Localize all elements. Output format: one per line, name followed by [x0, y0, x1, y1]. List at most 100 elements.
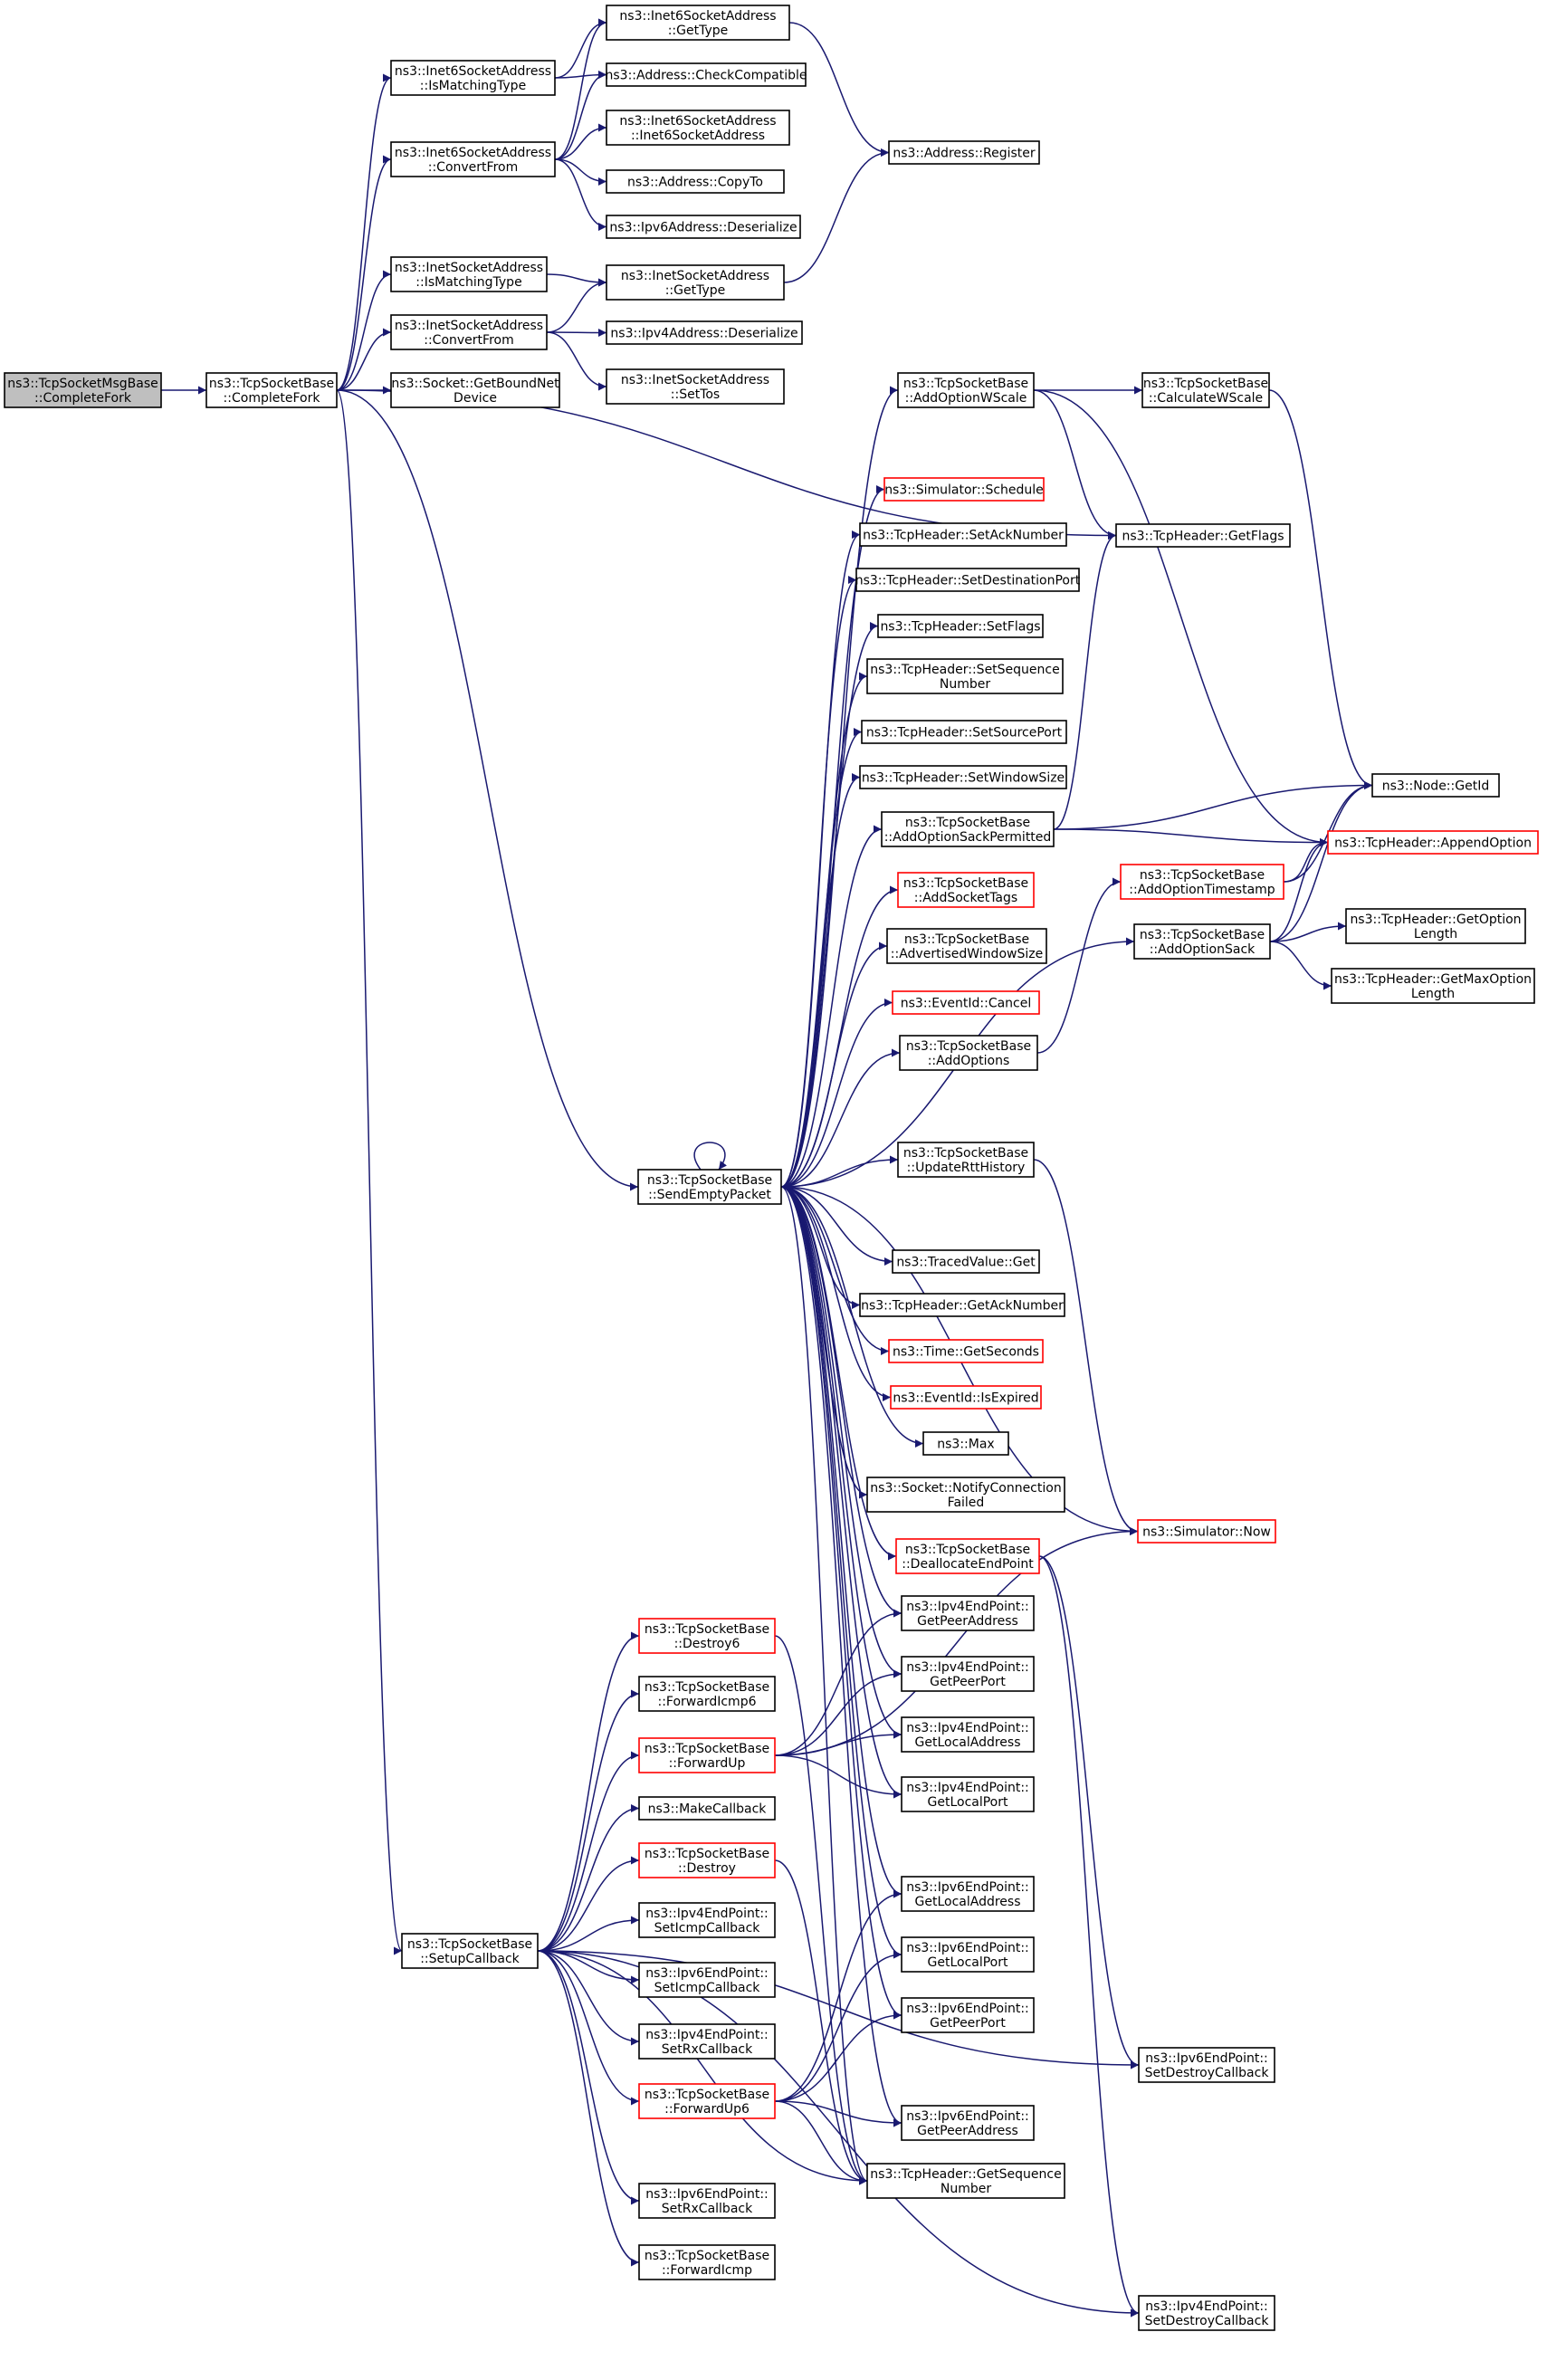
node-addoptionwscale[interactable]: ns3::TcpSocketBase::AddOptionWScale: [897, 372, 1035, 408]
node-setflags[interactable]: ns3::TcpHeader::SetFlags: [877, 614, 1044, 638]
node-eventid_isexpired[interactable]: ns3::EventId::IsExpired: [890, 1385, 1042, 1410]
node-destroy[interactable]: ns3::TcpSocketBase::Destroy: [638, 1842, 776, 1878]
node-forwardup6[interactable]: ns3::TcpSocketBase::ForwardUp6: [638, 2083, 776, 2119]
call-edge-addoptsackperm-to-appendoption: [1053, 828, 1329, 846]
node-addr_register[interactable]: ns3::Address::Register: [888, 140, 1040, 165]
node-label-line: ns3::Time::GetSeconds: [893, 1345, 1039, 1360]
node-label-line: SetDestroyCallback: [1145, 2066, 1270, 2080]
node-ipv4_setrxcb[interactable]: ns3::Ipv4EndPoint::SetRxCallback: [638, 2023, 776, 2060]
call-edge-sendemptypacket-to-advwindowsize: [780, 941, 888, 1188]
call-edge-forwardup6-to-ipv6_getpeerport: [774, 2011, 902, 2102]
node-label-line: ns3::Ipv6Address::Deserialize: [609, 221, 797, 235]
node-ipv6_getpeerport[interactable]: ns3::Ipv6EndPoint::GetPeerPort: [901, 1997, 1035, 2033]
node-ipv6_seticmpcb[interactable]: ns3::Ipv6EndPoint::SetIcmpCallback: [638, 1962, 776, 1998]
node-box: [897, 372, 1035, 408]
node-addoptions[interactable]: ns3::TcpSocketBase::AddOptions: [899, 1035, 1038, 1071]
node-box: [866, 1477, 1065, 1513]
call-edge-sendemptypacket-to-eventid_cancel: [780, 999, 893, 1188]
call-edge-sendemptypacket-to-addoptions: [780, 1048, 901, 1188]
node-getflags[interactable]: ns3::TcpHeader::GetFlags: [1115, 523, 1291, 548]
node-i4_convertfrom[interactable]: ns3::InetSocketAddress::ConvertFrom: [390, 314, 548, 350]
function-nodes: ns3::TcpSocketMsgBase::CompleteForkns3::…: [4, 5, 1539, 2331]
call-edge-sendemptypacket-to-ipv6_getlocaladdr: [780, 1186, 902, 1898]
node-label-line: ns3::TcpSocketBase: [647, 1173, 772, 1188]
node-setdestport[interactable]: ns3::TcpHeader::SetDestinationPort: [855, 568, 1081, 592]
node-i4_settos[interactable]: ns3::InetSocketAddress::SetTos: [606, 368, 785, 405]
node-ipv4_getlocaladdr[interactable]: ns3::Ipv4EndPoint::GetLocalAddress: [901, 1716, 1035, 1753]
node-ipv6_setrxcb[interactable]: ns3::Ipv6EndPoint::SetRxCallback: [638, 2183, 776, 2219]
node-ipv4_setdestroycb[interactable]: ns3::Ipv4EndPoint::SetDestroyCallback: [1138, 2295, 1275, 2331]
node-box: [606, 110, 790, 146]
node-ns3_max[interactable]: ns3::Max: [922, 1431, 1009, 1456]
call-edge-forwardup-to-ipv4_getpeerport: [774, 1669, 902, 1756]
node-addopttimestamp[interactable]: ns3::TcpSocketBase::AddOptionTimestamp: [1120, 864, 1284, 900]
node-forwardicmp6[interactable]: ns3::TcpSocketBase::ForwardIcmp6: [638, 1676, 776, 1712]
node-label-line: ::AdvertisedWindowSize: [891, 947, 1043, 961]
node-updatertthistory[interactable]: ns3::TcpSocketBase::UpdateRttHistory: [897, 1142, 1035, 1178]
call-edge-setupcallback-to-ipv4_setrxcb: [537, 1950, 640, 2046]
node-getacknumber[interactable]: ns3::TcpHeader::GetAckNumber: [859, 1293, 1065, 1317]
node-i6_gettype[interactable]: ns3::Inet6SocketAddress::GetType: [606, 5, 790, 41]
node-label-line: ns3::Ipv6EndPoint::: [645, 1966, 769, 1981]
node-addoptsackperm[interactable]: ns3::TcpSocketBase::AddOptionSackPermitt…: [881, 811, 1055, 847]
node-ipv6_getlocaladdr[interactable]: ns3::Ipv6EndPoint::GetLocalAddress: [901, 1876, 1035, 1912]
node-box: [859, 522, 1067, 547]
node-time_getseconds[interactable]: ns3::Time::GetSeconds: [888, 1339, 1044, 1363]
node-forwardup[interactable]: ns3::TcpSocketBase::ForwardUp: [638, 1737, 776, 1773]
node-eventid_cancel[interactable]: ns3::EventId::Cancel: [892, 990, 1040, 1015]
node-label-line: ns3::TcpSocketBase: [645, 1622, 769, 1637]
node-ipv4_seticmpcb[interactable]: ns3::Ipv4EndPoint::SetIcmpCallback: [638, 1902, 776, 1938]
node-setsourceport[interactable]: ns3::TcpHeader::SetSourcePort: [861, 720, 1067, 744]
node-label-line: ns3::Ipv4EndPoint::: [645, 2028, 769, 2042]
node-label-line: ::ForwardUp: [669, 1756, 746, 1771]
node-ipv4_getpeeraddr[interactable]: ns3::Ipv4EndPoint::GetPeerAddress: [901, 1595, 1035, 1631]
node-setupcallback[interactable]: ns3::TcpSocketBase::SetupCallback: [401, 1933, 539, 1969]
node-label-line: Number: [941, 2182, 991, 2196]
node-addoptionsack[interactable]: ns3::TcpSocketBase::AddOptionSack: [1133, 923, 1271, 960]
call-edge-setupcallback-to-makecallback: [537, 1804, 640, 1952]
node-ipv4_getlocalport[interactable]: ns3::Ipv4EndPoint::GetLocalPort: [901, 1776, 1035, 1812]
node-appendoption[interactable]: ns3::TcpHeader::AppendOption: [1327, 830, 1539, 855]
node-tcpmsg_completefork[interactable]: ns3::TcpSocketMsgBase::CompleteFork: [4, 372, 162, 408]
node-setwindowsize[interactable]: ns3::TcpHeader::SetWindowSize: [859, 765, 1067, 789]
node-ipv6_getpeeraddr[interactable]: ns3::Ipv6EndPoint::GetPeerAddress: [901, 2105, 1035, 2141]
node-completefork[interactable]: ns3::TcpSocketBase::CompleteFork: [205, 372, 338, 408]
node-sim_schedule[interactable]: ns3::Simulator::Schedule: [883, 477, 1045, 502]
node-i6_ctor[interactable]: ns3::Inet6SocketAddress::Inet6SocketAddr…: [606, 110, 790, 146]
node-forwardicmp[interactable]: ns3::TcpSocketBase::ForwardIcmp: [638, 2244, 776, 2280]
node-sendemptypacket[interactable]: ns3::TcpSocketBase::SendEmptyPacket: [637, 1169, 782, 1205]
node-checkcompatible[interactable]: ns3::Address::CheckCompatible: [606, 62, 807, 87]
node-copyto[interactable]: ns3::Address::CopyTo: [606, 169, 785, 194]
node-sim_now[interactable]: ns3::Simulator::Now: [1137, 1519, 1276, 1544]
node-node_getid[interactable]: ns3::Node::GetId: [1371, 773, 1500, 798]
node-makecallback[interactable]: ns3::MakeCallback: [638, 1796, 776, 1821]
node-deallocendpoint[interactable]: ns3::TcpSocketBase::DeallocateEndPoint: [895, 1538, 1040, 1574]
call-edge-setupcallback-to-destroy: [537, 1856, 640, 1952]
node-box: [892, 990, 1040, 1015]
node-destroy6[interactable]: ns3::TcpSocketBase::Destroy6: [638, 1618, 776, 1654]
node-i6_ismatching[interactable]: ns3::Inet6SocketAddress::IsMatchingType: [390, 60, 556, 96]
node-addsockettags[interactable]: ns3::TcpSocketBase::AddSocketTags: [897, 872, 1035, 908]
node-calcwscale[interactable]: ns3::TcpSocketBase::CalculateWScale: [1141, 372, 1270, 408]
node-ipv4_deserialize[interactable]: ns3::Ipv4Address::Deserialize: [606, 320, 803, 345]
node-tracedvalue_get[interactable]: ns3::TracedValue::Get: [892, 1249, 1040, 1274]
call-edge-sendemptypacket-to-addsockettags: [780, 885, 899, 1188]
node-i4_gettype[interactable]: ns3::InetSocketAddress::GetType: [606, 264, 785, 301]
node-ipv6_setdestroycb[interactable]: ns3::Ipv6EndPoint::SetDestroyCallback: [1138, 2047, 1275, 2083]
node-label-line: ns3::Ipv4EndPoint::: [906, 1660, 1029, 1675]
node-ipv6_getlocalport[interactable]: ns3::Ipv6EndPoint::GetLocalPort: [901, 1936, 1035, 1973]
node-i4_ismatching[interactable]: ns3::InetSocketAddress::IsMatchingType: [390, 256, 548, 292]
node-i6_convertfrom[interactable]: ns3::Inet6SocketAddress::ConvertFrom: [390, 141, 556, 177]
node-ipv6_deserialize[interactable]: ns3::Ipv6Address::Deserialize: [606, 215, 801, 239]
node-advwindowsize[interactable]: ns3::TcpSocketBase::AdvertisedWindowSize: [886, 928, 1047, 964]
node-setacknumber[interactable]: ns3::TcpHeader::SetAckNumber: [859, 522, 1067, 547]
call-edge-sendemptypacket-to-ipv4_getpeeraddr: [780, 1186, 902, 1618]
node-ipv4_getpeerport[interactable]: ns3::Ipv4EndPoint::GetPeerPort: [901, 1656, 1035, 1692]
node-label-line: ns3::TcpSocketBase: [645, 2249, 769, 2263]
